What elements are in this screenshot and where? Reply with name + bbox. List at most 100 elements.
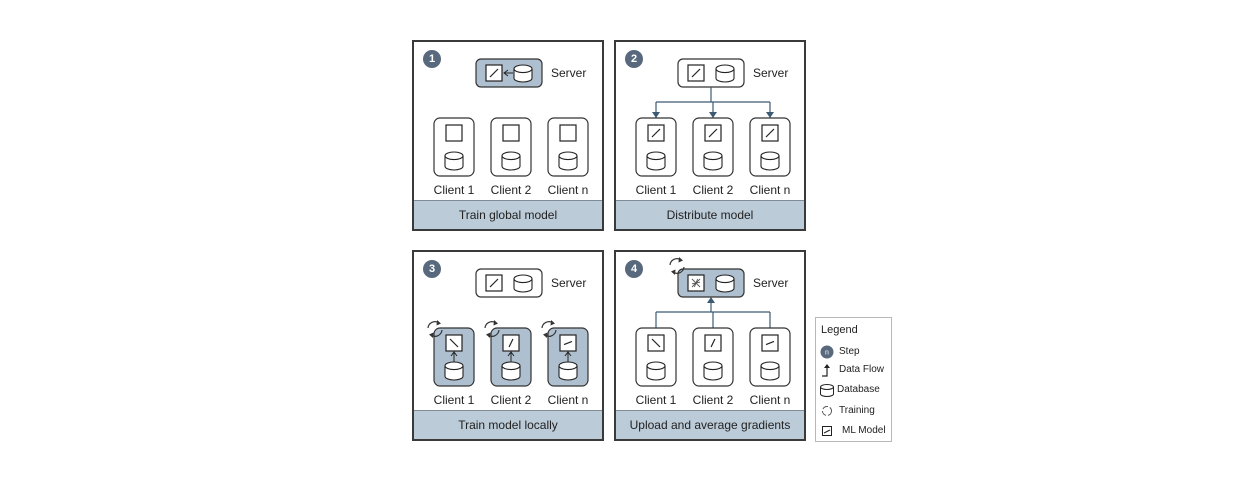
- client-label: Client 2: [490, 393, 532, 407]
- client-database-icon: [646, 361, 666, 381]
- client-database-icon: [646, 151, 666, 171]
- legend-label-database: Database: [837, 384, 880, 395]
- diagram-canvas: [635, 58, 791, 177]
- client-database-icon: [558, 151, 578, 171]
- client-node: [490, 117, 532, 177]
- server-label: Server: [551, 66, 587, 80]
- server-node: [677, 58, 745, 88]
- server-training-icon: [669, 257, 685, 275]
- panel-caption: Distribute model: [616, 200, 804, 229]
- server-database-icon: [715, 64, 735, 83]
- client-node: [749, 327, 791, 387]
- arrow-head: [709, 112, 717, 118]
- panel-caption: Train global model: [414, 200, 602, 229]
- client-box: [635, 117, 677, 177]
- legend-label-data-flow: Data Flow: [839, 364, 885, 375]
- client-training-icon: [427, 320, 443, 338]
- server-ml-model-icon: [687, 274, 705, 292]
- client-database-icon: [444, 151, 464, 171]
- panel-caption: Upload and average gradients: [616, 410, 804, 439]
- client-node: [484, 320, 532, 387]
- client-ml-model-icon: [445, 124, 463, 142]
- server-database-icon: [513, 274, 533, 293]
- client-box: [749, 327, 791, 387]
- step-badge: 3: [423, 260, 441, 278]
- arrow-head: [707, 297, 715, 303]
- client-node: [692, 117, 734, 177]
- diagram-canvas: [427, 268, 589, 387]
- client-database-icon: [760, 151, 780, 171]
- step-badge: 1: [423, 50, 441, 68]
- server-label: Server: [753, 66, 789, 80]
- client-ml-model-icon: [761, 334, 779, 352]
- legend-item-data-flow: Data Flow: [819, 362, 891, 378]
- diagram-canvas: [433, 58, 589, 177]
- server-label: Server: [753, 276, 789, 290]
- panel-caption: Train model locally: [414, 410, 602, 439]
- step-badge-icon: n: [820, 345, 834, 359]
- client-node: [635, 117, 677, 177]
- client-node: [547, 117, 589, 177]
- legend: Legend n Step Data Flow Database Trainin…: [815, 317, 892, 442]
- client-ml-model-icon: [647, 334, 665, 352]
- client-label: Client 1: [433, 183, 475, 197]
- client-box: [433, 117, 475, 177]
- server-node: [475, 268, 543, 298]
- legend-label-step: Step: [839, 346, 860, 357]
- client-box: [692, 327, 734, 387]
- legend-label-training: Training: [839, 405, 875, 416]
- client-label: Client n: [749, 393, 791, 407]
- client-label: Client 1: [635, 393, 677, 407]
- arrow-head: [766, 112, 774, 118]
- data-flow-arrow-icon: [507, 351, 515, 357]
- data-flow: [652, 87, 774, 118]
- client-database-icon: [703, 361, 723, 381]
- server-ml-model-icon: [485, 274, 503, 292]
- client-training-icon: [541, 320, 557, 338]
- legend-step-badge-text: n: [825, 350, 829, 357]
- server-node: [669, 257, 745, 298]
- client-ml-model-icon: [502, 124, 520, 142]
- client-database-icon: [760, 361, 780, 381]
- client-node: [635, 327, 677, 387]
- client-label: Client 1: [635, 183, 677, 197]
- client-database-icon: [703, 151, 723, 171]
- legend-item-training: Training: [819, 403, 891, 419]
- client-training-icon: [484, 320, 500, 338]
- server-ml-model-icon: [485, 64, 503, 82]
- step-badge: 4: [625, 260, 643, 278]
- server-database-icon: [513, 64, 533, 83]
- client-database-icon: [558, 361, 578, 381]
- client-box: [490, 117, 532, 177]
- data-flow-arrow-icon: [503, 69, 509, 77]
- client-label: Client 2: [692, 183, 734, 197]
- client-box: [635, 327, 677, 387]
- data-flow: [655, 297, 771, 328]
- client-ml-model-icon: [761, 124, 779, 142]
- client-label: Client n: [547, 393, 589, 407]
- server-ml-model-icon: [687, 64, 705, 82]
- server-database-icon: [715, 274, 735, 293]
- diagram-canvas: [635, 257, 791, 387]
- client-ml-model-icon: [704, 334, 722, 352]
- client-box: [749, 117, 791, 177]
- client-label: Client 1: [433, 393, 475, 407]
- client-ml-model-icon: [704, 124, 722, 142]
- client-node: [692, 327, 734, 387]
- client-ml-model-icon: [647, 124, 665, 142]
- client-label: Client n: [547, 183, 589, 197]
- client-ml-model-icon: [445, 334, 463, 352]
- data-flow-arrow-icon: [564, 351, 572, 357]
- database-icon: [820, 384, 834, 397]
- client-ml-model-icon: [559, 334, 577, 352]
- client-label: Client 2: [692, 393, 734, 407]
- client-database-icon: [501, 361, 521, 381]
- client-label: Client 2: [490, 183, 532, 197]
- legend-label-ml-model: ML Model: [842, 425, 886, 436]
- client-database-icon: [501, 151, 521, 171]
- ml-model-icon: [822, 426, 832, 436]
